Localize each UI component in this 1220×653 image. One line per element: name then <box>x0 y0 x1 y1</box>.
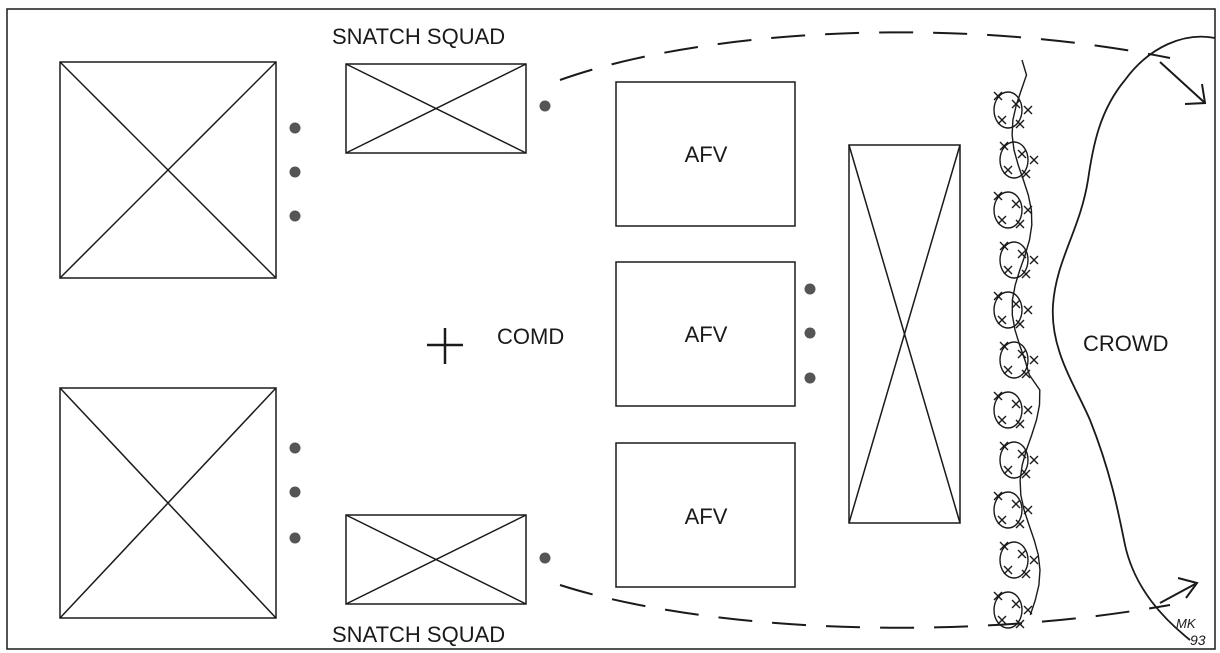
snatch-squad-box-bottom <box>345 514 527 605</box>
crowd-boundary-line <box>1051 35 1216 641</box>
afv-label-3: AFV <box>685 504 728 529</box>
cordon-dashed-line <box>559 31 1171 629</box>
afv-label-1: AFV <box>685 142 728 167</box>
soldier-dots-top-left <box>289 122 301 222</box>
signature-year: 93 <box>1190 632 1206 648</box>
advance-arrow-top-icon <box>1159 61 1207 105</box>
commander-cross-icon <box>427 328 463 364</box>
snatch-squad-label-top: SNATCH SQUAD <box>332 24 505 49</box>
barrier-vehicle-box <box>848 144 961 524</box>
unit-box-top-left <box>59 61 277 279</box>
comd-label: COMD <box>497 324 564 349</box>
snatch-squad-label-bottom: SNATCH SQUAD <box>332 622 505 647</box>
soldier-dots-afv <box>804 283 816 384</box>
crowd-label: CROWD <box>1083 331 1169 356</box>
afv-label-2: AFV <box>685 322 728 347</box>
frame-border <box>6 8 1216 650</box>
afv-box-2 <box>615 261 796 407</box>
signature-mk: MK <box>1176 616 1197 631</box>
snatch-squad-box-top <box>345 63 527 154</box>
advance-arrow-bottom-icon <box>1159 577 1199 604</box>
soldier-dot-snatch-top <box>539 100 551 112</box>
barbed-wire-icon <box>993 59 1041 629</box>
soldier-dot-snatch-bottom <box>539 552 551 564</box>
soldier-dots-bottom-left <box>289 442 301 544</box>
afv-box-1 <box>615 81 796 227</box>
afv-box-3 <box>615 442 796 588</box>
unit-box-bottom-left <box>59 387 277 619</box>
